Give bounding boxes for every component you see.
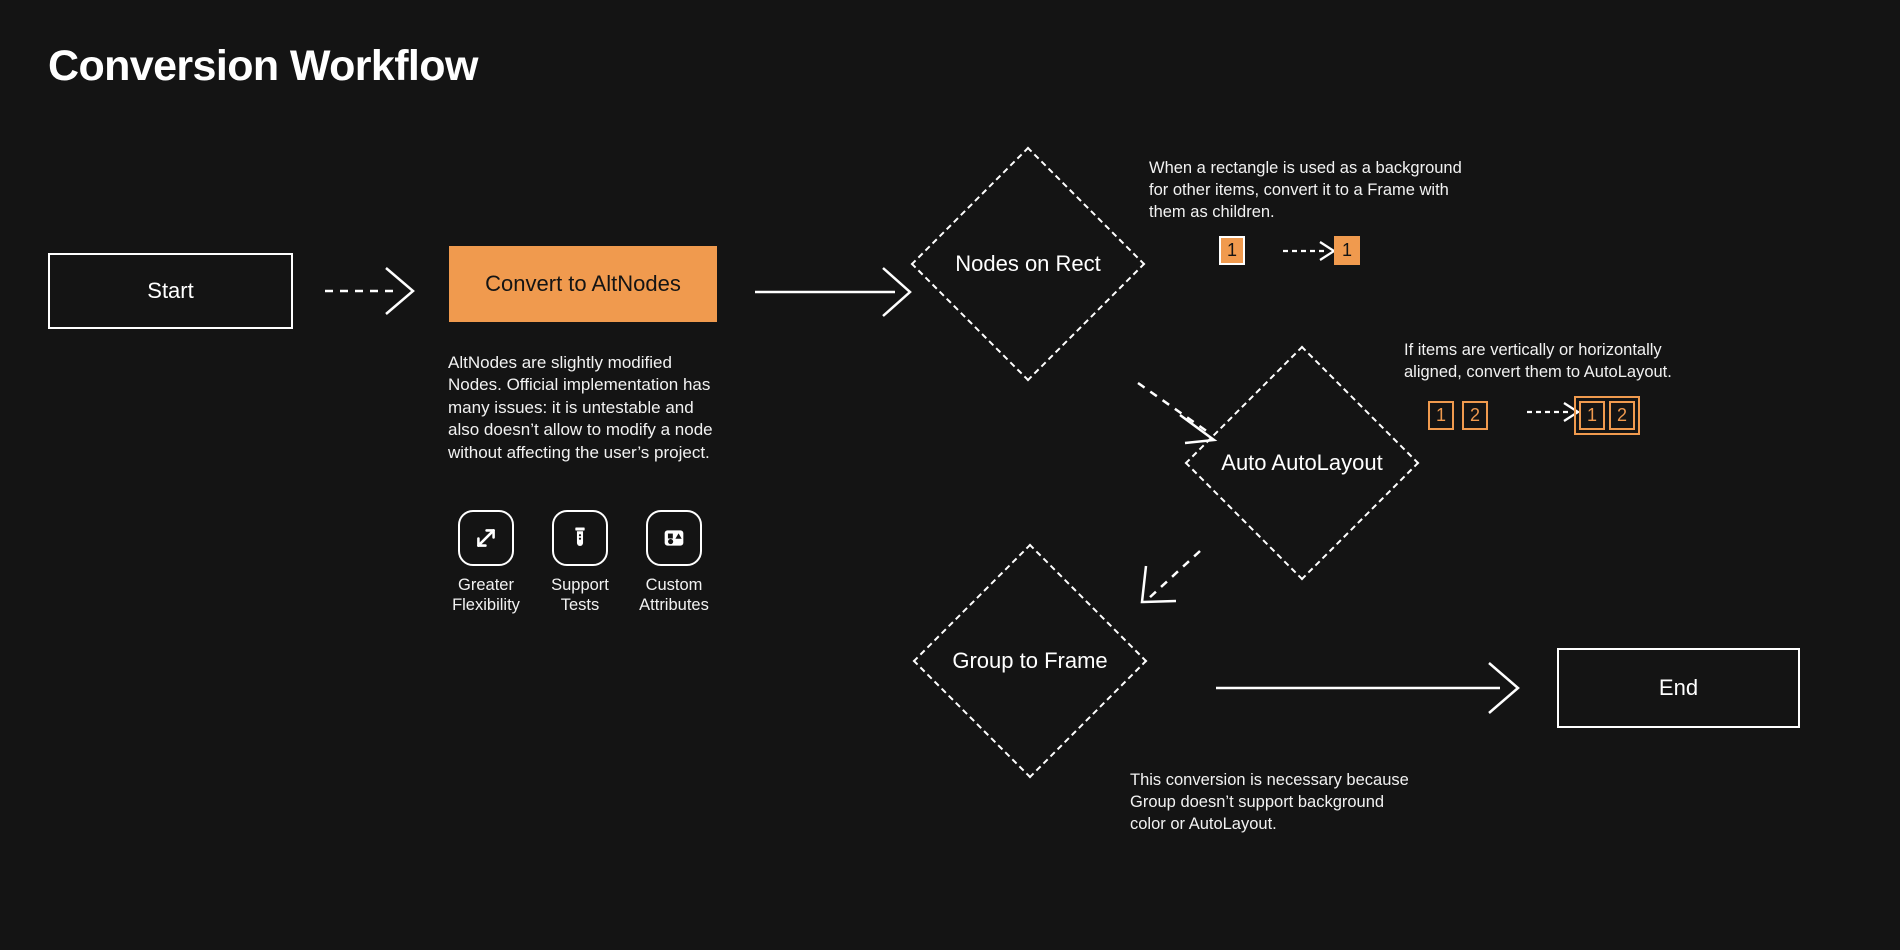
edge-group-to-frame-to-end <box>1216 662 1520 714</box>
note-align-to-autolayout: If items are vertically or horizontally … <box>1404 341 1672 381</box>
feature-list: Greater Flexibility Support Tests <box>450 510 710 616</box>
feature-label: Support Tests <box>551 576 609 615</box>
node-group-to-frame-label: Group to Frame <box>952 648 1108 673</box>
shapes-in-box-icon <box>664 530 684 546</box>
badge-before-1: 1 <box>1428 401 1454 430</box>
edge-start-to-convert <box>325 267 415 315</box>
test-tube-icon <box>575 527 585 547</box>
note-rect-to-frame: When a rectangle is used as a background… <box>1149 159 1462 221</box>
edge-convert-to-nodes-on-rect <box>755 267 912 317</box>
node-nodes-on-rect[interactable]: Nodes on Rect <box>910 146 1146 382</box>
expand-arrows-icon-box <box>458 510 514 566</box>
shapes-in-box-icon-box <box>646 510 702 566</box>
node-end[interactable]: End <box>1557 648 1800 728</box>
test-tube-icon-box <box>552 510 608 566</box>
edge-auto-autolayout-to-group-to-frame <box>1140 550 1201 604</box>
badge-before-2: 2 <box>1462 401 1488 430</box>
badge-after-1: 1 <box>1579 401 1605 430</box>
node-nodes-on-rect-label: Nodes on Rect <box>955 251 1101 276</box>
node-auto-autolayout[interactable]: Auto AutoLayout <box>1184 345 1420 581</box>
page-title: Conversion Workflow <box>48 42 478 90</box>
node-group-to-frame[interactable]: Group to Frame <box>912 543 1148 779</box>
note-rect-badges: 1 1 <box>1219 236 1360 265</box>
node-auto-autolayout-label: Auto AutoLayout <box>1221 450 1383 475</box>
note-align-badges: 1 2 1 2 <box>1428 396 1640 435</box>
edge-nodes-on-rect-to-auto-autolayout <box>1137 381 1218 445</box>
feature-support-tests: Support Tests <box>544 510 616 616</box>
node-start-label: Start <box>147 278 194 303</box>
feature-greater-flexibility: Greater Flexibility <box>450 510 522 616</box>
badge-after-autolayout-frame: 1 2 <box>1574 396 1640 435</box>
node-end-label: End <box>1658 675 1699 700</box>
node-convert-label: Convert to AltNodes <box>485 271 681 296</box>
feature-label: Greater Flexibility <box>452 576 520 615</box>
badge-after-2: 2 <box>1609 401 1635 430</box>
expand-arrows-icon <box>477 529 495 547</box>
convert-description: AltNodes are slightly modified Nodes. Of… <box>448 353 713 462</box>
badge-after-1: 1 <box>1334 236 1360 265</box>
note-group-to-frame: This conversion is necessary because Gro… <box>1130 771 1409 833</box>
badge-before-1: 1 <box>1219 236 1245 265</box>
feature-label: Custom Attributes <box>639 576 709 615</box>
node-start[interactable]: Start <box>48 253 293 329</box>
node-convert-to-altnodes[interactable]: Convert to AltNodes <box>449 246 717 322</box>
feature-custom-attributes: Custom Attributes <box>638 510 710 616</box>
